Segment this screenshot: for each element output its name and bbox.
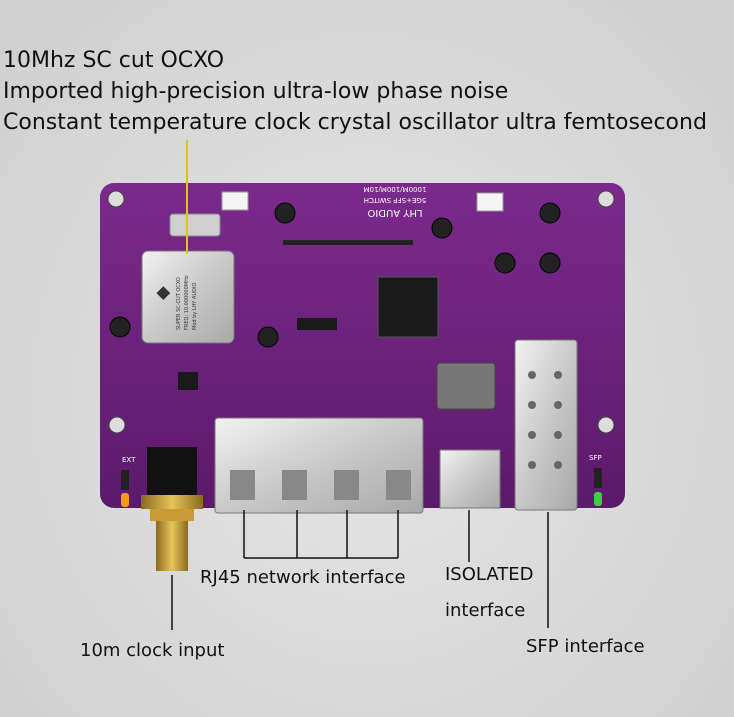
sfp-led: [594, 492, 602, 506]
ext-silkscreen: EXT: [122, 456, 136, 464]
speed-silkscreen: 1000M/100M/10M: [364, 185, 427, 193]
ext-led: [121, 493, 129, 507]
isolated-callout-1: ISOLATED: [445, 564, 534, 585]
small-chip: [178, 372, 198, 390]
sfp-callout: SFP interface: [526, 636, 645, 657]
sfp-silkscreen: SFP: [589, 454, 602, 462]
ocxo-module: ◆: [141, 250, 235, 344]
svg-text:◆: ◆: [152, 286, 173, 300]
clock-input-callout: 10m clock input: [80, 640, 225, 661]
crystal-component: [169, 213, 221, 237]
isolated-port: [439, 449, 501, 509]
callout-lines: [171, 140, 549, 630]
isolated-callout-2: interface: [445, 600, 526, 621]
rj45-callout: RJ45 network interface: [200, 567, 406, 588]
ocxo-label-2: FREQ: 10.000000MHz: [184, 275, 190, 330]
header-line-2: Imported high-precision ultra-low phase …: [3, 79, 509, 104]
top-connectors: [221, 191, 504, 245]
model-silkscreen: 5GE+SFP SWITCH: [364, 196, 427, 204]
switch-chip: [377, 276, 439, 338]
header-pins: [297, 318, 337, 330]
isolation-transformer: [436, 362, 496, 410]
capacitors: [109, 202, 561, 348]
header-line-3: Constant temperature clock crystal oscil…: [3, 110, 707, 135]
bnc-connector: [141, 447, 203, 571]
ocxo-label-3: Mod by LHY AUDIO: [192, 283, 198, 330]
header-line-1: 10Mhz SC cut OCXO: [3, 48, 225, 73]
brand-silkscreen: LHY AUDIO: [367, 207, 422, 218]
sfp-cage: [514, 339, 578, 511]
ocxo-label-1: SUPER SC-CUT OCXO: [176, 277, 182, 330]
rj45-block: [214, 417, 424, 514]
